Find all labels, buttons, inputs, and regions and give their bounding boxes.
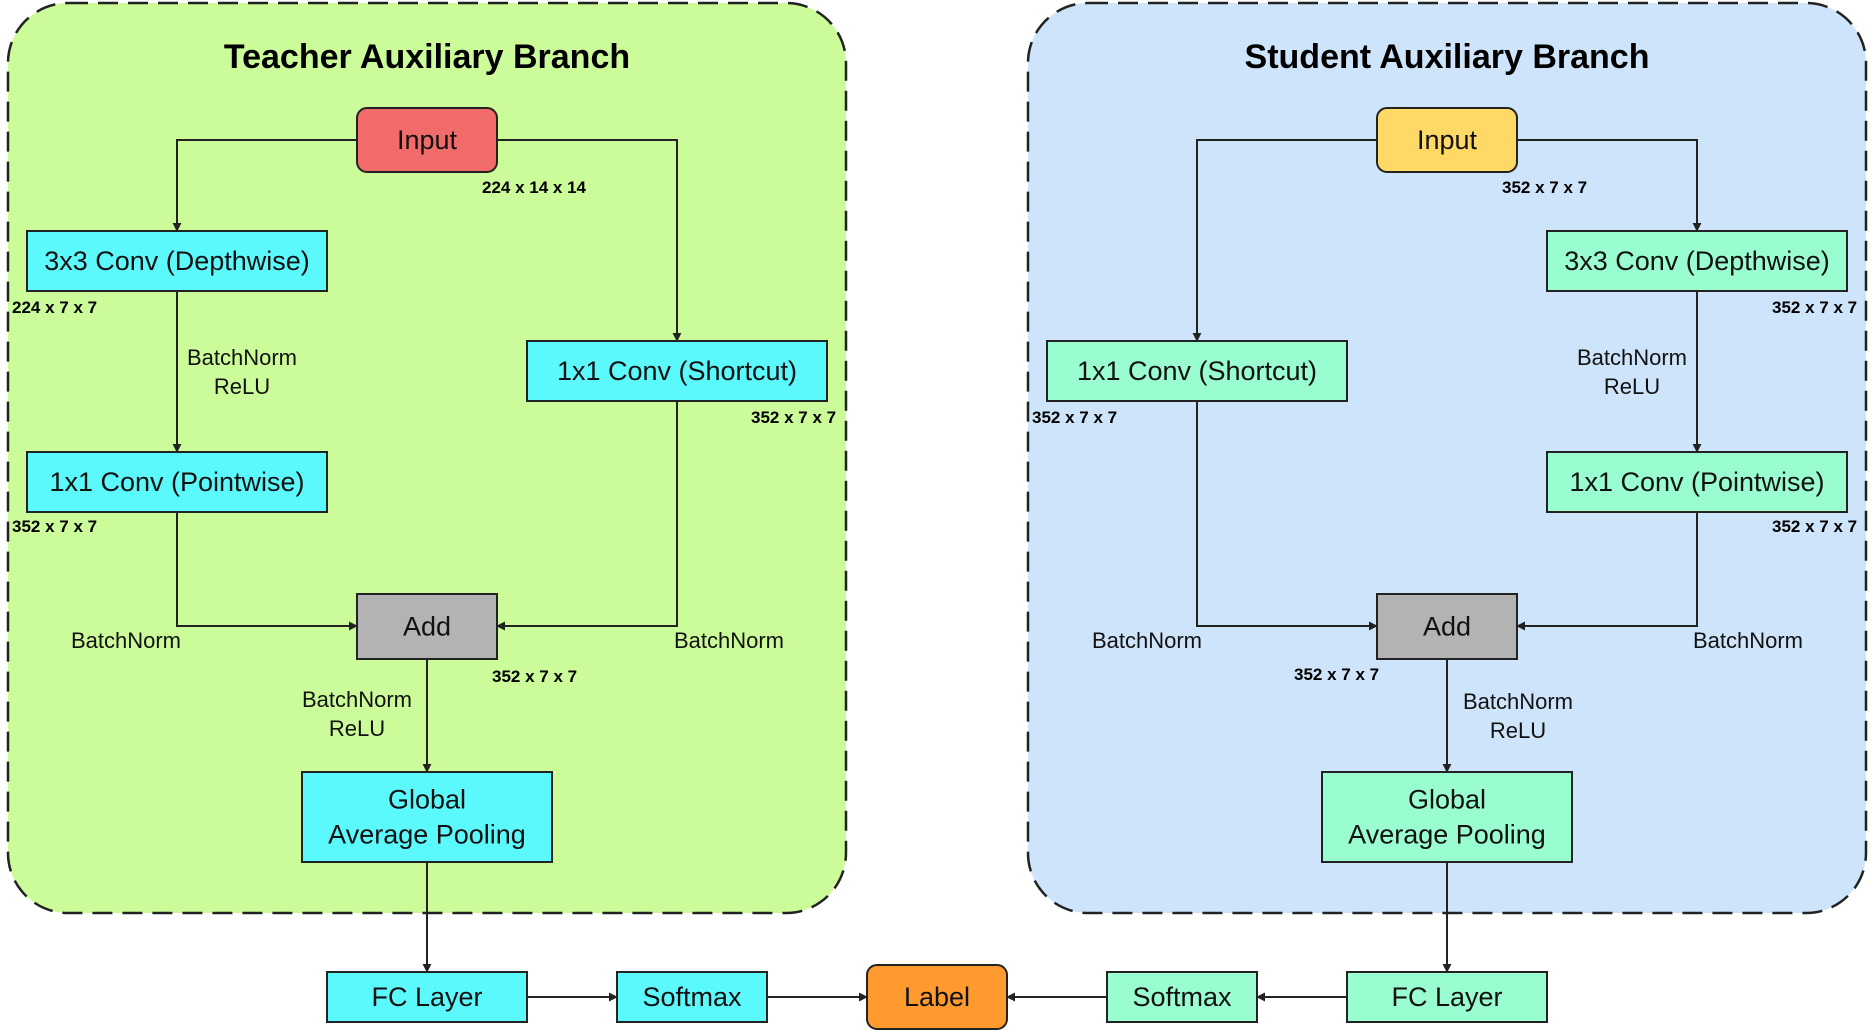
label-node-label: Label bbox=[904, 982, 970, 1012]
teacher-pointwise-conv-node-label: 1x1 Conv (Pointwise) bbox=[49, 467, 304, 497]
student-shortcut-conv-node-box bbox=[1046, 340, 1348, 402]
edge-label: BatchNorm bbox=[1693, 628, 1803, 653]
student-add-node: Add bbox=[1376, 593, 1518, 660]
student-pointwise-conv-node: 1x1 Conv (Pointwise) bbox=[1546, 451, 1848, 513]
teacher-fc-layer-node-box bbox=[326, 971, 528, 1023]
student-input-node: Input bbox=[1376, 107, 1518, 173]
edge-label: ReLU bbox=[329, 716, 385, 741]
student-pointwise-conv-node-box bbox=[1546, 451, 1848, 513]
teacher-shortcut-conv-node-box bbox=[526, 340, 828, 402]
student-softmax-node-box bbox=[1106, 971, 1258, 1023]
teacher-global-average-pooling-node-label: Global bbox=[388, 785, 466, 815]
edge-label: BatchNorm bbox=[674, 628, 784, 653]
teacher-fc-layer-node: FC Layer bbox=[326, 971, 528, 1023]
teacher-shortcut-conv-node: 1x1 Conv (Shortcut) bbox=[526, 340, 828, 402]
edge-t-sc-to-t-add bbox=[496, 401, 678, 631]
teacher-input-node-label: Input bbox=[397, 125, 458, 155]
edge-t-input-to-t-sc bbox=[497, 139, 682, 342]
student-fc-layer-node: FC Layer bbox=[1346, 971, 1548, 1023]
teacher-depthwise-conv-node-box bbox=[26, 230, 328, 292]
teacher-input-node-box bbox=[356, 107, 498, 173]
student-input-node-box bbox=[1376, 107, 1518, 173]
teacher-depthwise-conv-node: 3x3 Conv (Depthwise) bbox=[26, 230, 328, 292]
dim-label-student-input: 352 x 7 x 7 bbox=[1502, 178, 1587, 197]
teacher-add-node-label: Add bbox=[403, 612, 451, 642]
teacher-global-average-pooling-node-box bbox=[301, 771, 553, 863]
edge-label: BatchNorm bbox=[1463, 689, 1573, 714]
student-branch-title: Student Auxiliary Branch bbox=[1245, 38, 1650, 76]
dim-label-teacher-depthwise: 224 x 7 x 7 bbox=[12, 298, 97, 317]
student-softmax-node-label: Softmax bbox=[1132, 982, 1232, 1012]
label-node-box bbox=[866, 964, 1008, 1030]
teacher-input-node: Input bbox=[356, 107, 498, 173]
student-shortcut-conv-node: 1x1 Conv (Shortcut) bbox=[1046, 340, 1348, 402]
student-pointwise-conv-node-label: 1x1 Conv (Pointwise) bbox=[1569, 467, 1824, 497]
dim-label-student-pointwise: 352 x 7 x 7 bbox=[1772, 517, 1857, 536]
dim-label-teacher-pointwise: 352 x 7 x 7 bbox=[12, 517, 97, 536]
label-node: Label bbox=[866, 964, 1008, 1030]
student-add-node-box bbox=[1376, 593, 1518, 660]
edge-t-pw-to-t-add bbox=[176, 512, 358, 631]
edge-label: BatchNorm bbox=[1092, 628, 1202, 653]
edge-s-sc-to-s-add bbox=[1196, 401, 1378, 631]
student-global-average-pooling-node-label: Average Pooling bbox=[1348, 820, 1546, 850]
teacher-softmax-node-box bbox=[616, 971, 768, 1023]
edge-label: ReLU bbox=[214, 374, 270, 399]
edge-label: BatchNorm bbox=[302, 687, 412, 712]
edge-label: ReLU bbox=[1490, 718, 1546, 743]
dim-label-student-add: 352 x 7 x 7 bbox=[1294, 665, 1379, 684]
teacher-global-average-pooling-node-label: Average Pooling bbox=[328, 820, 526, 850]
student-input-node-label: Input bbox=[1417, 125, 1478, 155]
student-global-average-pooling-node-label: Global bbox=[1408, 785, 1486, 815]
teacher-add-node: Add bbox=[356, 593, 498, 660]
edge-s-input-to-s-dw bbox=[1517, 139, 1702, 232]
edge-s-input-to-s-sc bbox=[1192, 139, 1377, 342]
teacher-pointwise-conv-node-box bbox=[26, 451, 328, 513]
teacher-softmax-node-label: Softmax bbox=[642, 982, 742, 1012]
edge-label: BatchNorm bbox=[71, 628, 181, 653]
teacher-fc-layer-node-label: FC Layer bbox=[371, 982, 482, 1012]
student-global-average-pooling-node-box bbox=[1321, 771, 1573, 863]
edge-label: ReLU bbox=[1604, 374, 1660, 399]
dim-label-teacher-input: 224 x 14 x 14 bbox=[482, 178, 587, 197]
teacher-pointwise-conv-node: 1x1 Conv (Pointwise) bbox=[26, 451, 328, 513]
teacher-branch-title: Teacher Auxiliary Branch bbox=[224, 38, 630, 76]
edge-t-input-to-t-dw bbox=[172, 139, 357, 232]
dim-label-teacher-shortcut: 352 x 7 x 7 bbox=[751, 408, 836, 427]
student-depthwise-conv-node: 3x3 Conv (Depthwise) bbox=[1546, 230, 1848, 292]
edge-s-pw-to-s-add bbox=[1516, 512, 1698, 631]
teacher-softmax-node: Softmax bbox=[616, 971, 768, 1023]
student-depthwise-conv-node-box bbox=[1546, 230, 1848, 292]
dim-label-student-depthwise: 352 x 7 x 7 bbox=[1772, 298, 1857, 317]
edge-label: BatchNorm bbox=[187, 345, 297, 370]
teacher-add-node-box bbox=[356, 593, 498, 660]
student-softmax-node: Softmax bbox=[1106, 971, 1258, 1023]
dim-label-student-shortcut: 352 x 7 x 7 bbox=[1032, 408, 1117, 427]
edge-label: BatchNorm bbox=[1577, 345, 1687, 370]
dim-label-teacher-add: 352 x 7 x 7 bbox=[492, 667, 577, 686]
teacher-shortcut-conv-node-label: 1x1 Conv (Shortcut) bbox=[557, 356, 797, 386]
student-fc-layer-node-box bbox=[1346, 971, 1548, 1023]
student-shortcut-conv-node-label: 1x1 Conv (Shortcut) bbox=[1077, 356, 1317, 386]
student-add-node-label: Add bbox=[1423, 612, 1471, 642]
student-depthwise-conv-node-label: 3x3 Conv (Depthwise) bbox=[1564, 246, 1830, 276]
teacher-depthwise-conv-node-label: 3x3 Conv (Depthwise) bbox=[44, 246, 310, 276]
student-fc-layer-node-label: FC Layer bbox=[1391, 982, 1502, 1012]
